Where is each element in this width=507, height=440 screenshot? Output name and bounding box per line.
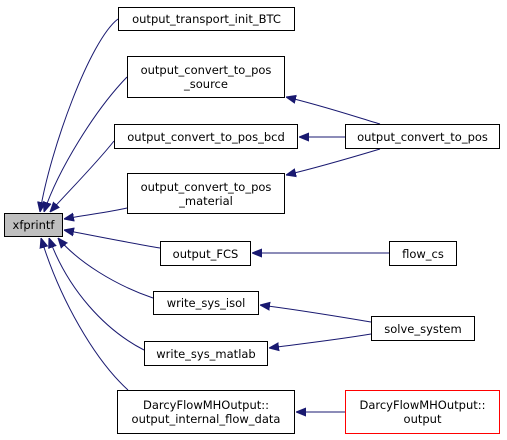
node-label-line: _source <box>184 77 228 91</box>
node-label-line: output_internal_flow_data <box>131 412 281 426</box>
node-label-line: output_transport_init_BTC <box>132 12 281 26</box>
node-darcy-output-internal-flow-data[interactable]: DarcyFlowMHOutput:: output_internal_flow… <box>117 390 295 434</box>
node-flow-cs[interactable]: flow_cs <box>389 241 457 266</box>
call-edge <box>64 230 161 249</box>
node-label-line: _material <box>179 193 233 208</box>
node-label-line: DarcyFlowMHOutput:: <box>359 398 486 412</box>
call-edge <box>49 238 145 351</box>
call-edge <box>286 148 381 175</box>
node-label-line: DarcyFlowMHOutput:: <box>142 398 270 412</box>
call-edge <box>64 207 128 219</box>
node-write-sys-matlab[interactable]: write_sys_matlab <box>144 341 268 366</box>
node-label-line: xfprintf <box>12 218 55 232</box>
call-edge <box>269 333 372 348</box>
node-label-line: output <box>403 412 442 426</box>
node-label-line: write_sys_isol <box>166 296 246 310</box>
call-edge <box>58 238 154 299</box>
node-output-transport-init-btc[interactable]: output_transport_init_BTC <box>118 7 295 31</box>
node-output-convert-to-pos-source[interactable]: output_convert_to_pos _source <box>127 56 285 98</box>
node-output-convert-to-pos[interactable]: output_convert_to_pos <box>345 124 500 149</box>
node-label-line: output_convert_to_pos <box>140 179 272 194</box>
call-edge <box>260 305 372 323</box>
call-edge <box>40 18 119 212</box>
node-label-line: output_convert_to_pos <box>357 129 488 144</box>
node-solve-system[interactable]: solve_system <box>371 316 475 341</box>
node-label-line: output_convert_to_pos_bcd <box>127 129 285 144</box>
node-label-line: flow_cs <box>402 246 444 261</box>
node-label-line: write_sys_matlab <box>156 346 256 361</box>
node-write-sys-isol[interactable]: write_sys_isol <box>153 291 259 315</box>
call-edge <box>50 140 115 212</box>
node-output-fcs[interactable]: output_FCS <box>160 241 251 266</box>
call-edge <box>286 97 381 125</box>
node-output-convert-to-pos-bcd[interactable]: output_convert_to_pos_bcd <box>114 124 298 149</box>
call-edge <box>44 76 128 212</box>
node-label-line: output_convert_to_pos <box>140 63 272 77</box>
node-darcy-output[interactable]: DarcyFlowMHOutput:: output <box>345 390 500 434</box>
call-edge <box>41 238 129 391</box>
node-label-line: solve_system <box>384 321 462 336</box>
node-output-convert-to-pos-material[interactable]: output_convert_to_pos _material <box>127 173 285 214</box>
node-xfprintf: xfprintf <box>4 213 63 237</box>
node-label-line: output_FCS <box>172 246 239 261</box>
